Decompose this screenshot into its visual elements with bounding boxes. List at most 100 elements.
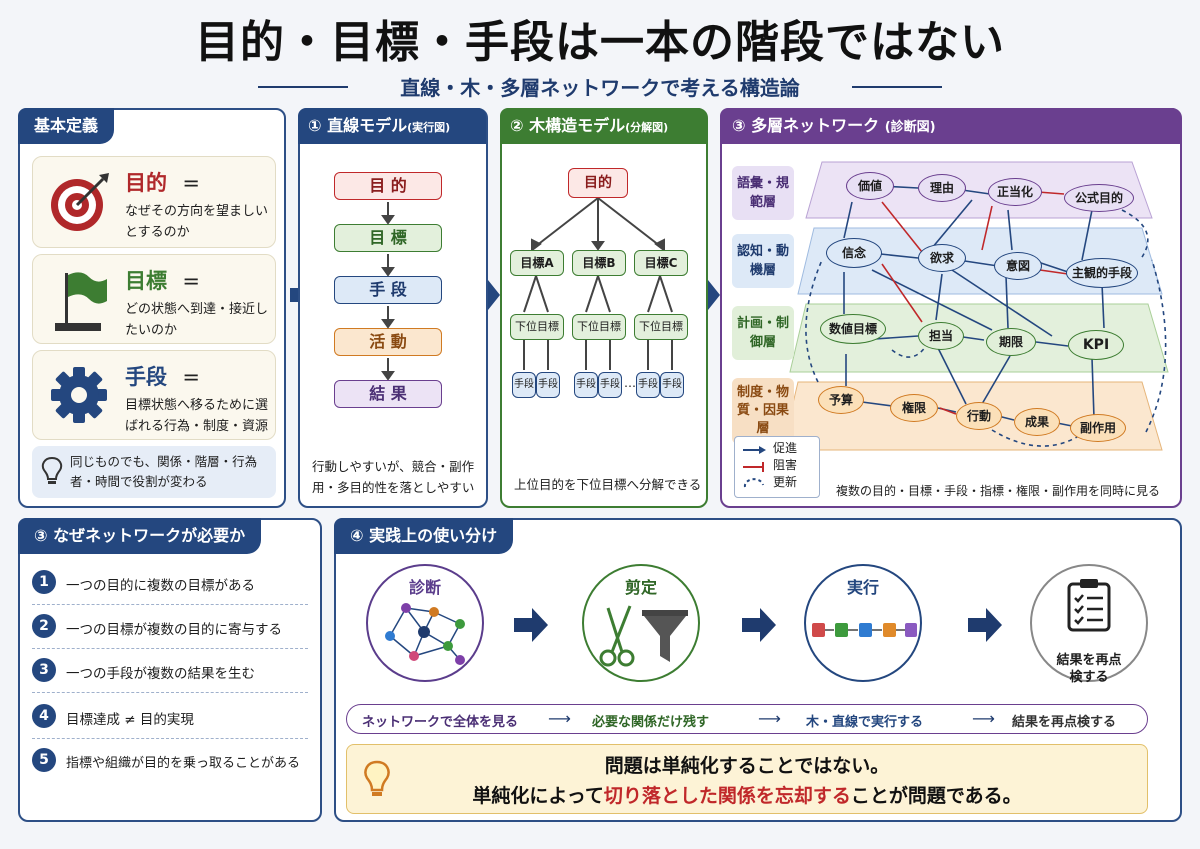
node-numeric-target: 数値目標 — [820, 314, 886, 344]
reason-number: 3 — [32, 658, 56, 682]
node-intention: 意図 — [994, 252, 1042, 280]
linear-step-activity: 活 動 — [334, 328, 442, 356]
network-legend: 促進 阻害 更新 — [734, 436, 820, 498]
legend-labels: 促進 阻害 更新 — [773, 440, 797, 491]
linear-model-caption: 行動しやすいが、競合・副作用・多目的性を落としやすい — [312, 459, 475, 495]
tree-means: 手段 — [660, 372, 684, 398]
tree-root-purpose: 目的 — [568, 168, 628, 198]
node-official-purpose: 公式目的 — [1064, 184, 1134, 212]
reason-divider — [32, 692, 308, 693]
step-execution-label: 実行 — [846, 578, 879, 597]
tree-subgoal: 下位目標 — [634, 314, 688, 340]
legend-promote: 促進 — [773, 441, 798, 455]
reason-number: 2 — [32, 614, 56, 638]
gear-icon — [51, 367, 107, 423]
tree-model-caption: 上位目的を下位目標へ分解できる — [514, 477, 702, 492]
tree-model-header: ② 木構造モデル(分解図) — [500, 108, 706, 144]
tree-means: 手段 — [512, 372, 536, 398]
linear-model-header: ① 直線モデル(実行図) — [298, 108, 486, 144]
reason-text: 一つの手段が複数の結果を生む — [66, 666, 255, 682]
tree-model-panel: ② 木構造モデル(分解図) 目的 目標A 目標B 目標C 下位目標 下位目標 下… — [500, 108, 708, 508]
why-network-panel: ③ なぜネットワークが必要か 1 一つの目的に複数の目標がある 2 一つの目標が… — [18, 518, 322, 822]
linear-step-result: 結 果 — [334, 380, 442, 408]
reason-text: 指標や組織が目的を乗っ取ることがある — [66, 756, 301, 771]
reason-text: 一つの目的に複数の目標がある — [66, 578, 255, 594]
node-outcome: 成果 — [1014, 408, 1060, 436]
subtitle-rule-right — [852, 86, 942, 88]
step-recheck-label: 結果を再点検する — [1056, 653, 1122, 685]
reason-number: 4 — [32, 704, 56, 728]
definition-card-purpose: 目的 = なぜその方向を望ましいとするのか — [32, 156, 276, 248]
practice-flow-bar — [346, 704, 1148, 734]
definitions-panel: 基本定義 目的 = なぜその方向を望ましいとするのか 目標 = どの状態へ到達・… — [18, 108, 286, 508]
definition-card-means: 手段 = 目標状態へ移るために選ばれる行為・制度・資源 — [32, 350, 276, 440]
definition-term-means: 手段 = — [125, 365, 200, 389]
layer-label-institution: 制度・物質・因果層 — [732, 378, 794, 444]
node-subjective-means: 主観的手段 — [1066, 258, 1138, 288]
node-action: 行動 — [956, 402, 1002, 430]
definitions-note: 同じものでも、関係・階層・行為者・時間で役割が変わる — [32, 446, 276, 498]
reason-number: 1 — [32, 570, 56, 594]
definition-desc-means: 目標状態へ移るために選ばれる行為・制度・資源 — [125, 398, 269, 434]
linear-arrows — [381, 202, 395, 380]
flow-arrow: ⟶ — [972, 709, 995, 728]
node-authority: 権限 — [890, 394, 938, 422]
why-network-header: ③ なぜネットワークが必要か — [18, 518, 262, 554]
node-belief: 信念 — [826, 238, 882, 268]
tree-connectors — [523, 197, 673, 370]
flow-step-3: 木・直線で実行する — [806, 715, 924, 730]
lightbulb-icon — [41, 456, 63, 484]
arrow-right-icon — [968, 608, 1002, 642]
definition-desc-goal: どの状態へ到達・接近したいのか — [125, 302, 269, 338]
node-deadline: 期限 — [986, 328, 1036, 356]
flow-step-1: ネットワークで全体を見る — [362, 715, 519, 730]
scissors-filter-icon — [599, 605, 688, 667]
linear-step-goal: 目 標 — [334, 224, 442, 252]
conclusion-box: 問題は単純化することではない。 単純化によって切り落とした関係を忘却することが問… — [346, 744, 1148, 814]
subtitle-rule-left — [258, 86, 348, 88]
arrow-right-icon — [514, 608, 548, 642]
node-reason: 理由 — [918, 174, 966, 202]
reason-text: 一つの目標が複数の目的に寄与する — [66, 622, 282, 638]
tree-means: 手段 — [636, 372, 660, 398]
practice-panel: ④ 実践上の使い分け 診断 剪定 実行 — [334, 518, 1182, 822]
checklist-icon — [1067, 579, 1111, 632]
reason-text: 目標達成 ≠ 目的実現 — [66, 712, 194, 728]
network-model-caption: 複数の目的・目標・手段・指標・権限・副作用を同時に見る — [836, 484, 1161, 498]
reason-divider — [32, 604, 308, 605]
definition-card-goal: 目標 = どの状態へ到達・接近したいのか — [32, 254, 276, 344]
flag-icon — [55, 272, 107, 331]
tree-ellipsis: … — [624, 376, 636, 390]
definitions-note-text: 同じものでも、関係・階層・行為者・時間で役割が変わる — [70, 454, 258, 489]
pipeline-icon — [812, 623, 917, 637]
tree-goal-c: 目標C — [634, 250, 688, 276]
legend-symbols — [743, 446, 766, 488]
step-pruning-label: 剪定 — [624, 578, 657, 597]
flow-arrow: ⟶ — [548, 709, 571, 728]
node-budget: 予算 — [818, 386, 864, 414]
target-icon — [51, 173, 109, 231]
page-title: 目的・目標・手段は一本の階段ではない — [195, 17, 1005, 68]
step-diagnosis-label: 診断 — [408, 578, 441, 597]
layer-label-planning: 計画・制御層 — [732, 306, 794, 360]
tree-goal-a: 目標A — [510, 250, 564, 276]
node-desire: 欲求 — [918, 244, 966, 272]
definition-term-goal: 目標 = — [125, 269, 200, 293]
flow-arrow: ⟶ — [758, 709, 781, 728]
linear-model-panel: ① 直線モデル(実行図) 目 的 目 標 手 段 活 動 結 果 行動しやすいが… — [298, 108, 488, 508]
tree-subgoal: 下位目標 — [572, 314, 626, 340]
reason-divider — [32, 738, 308, 739]
tree-means: 手段 — [574, 372, 598, 398]
node-value: 価値 — [846, 172, 894, 200]
arrow-right-icon — [696, 280, 720, 310]
definitions-header: 基本定義 — [18, 108, 115, 144]
definition-desc-purpose: なぜその方向を望ましいとするのか — [125, 204, 269, 240]
node-kpi: KPI — [1068, 330, 1124, 360]
practice-header: ④ 実践上の使い分け — [334, 518, 514, 554]
tree-means: 手段 — [598, 372, 622, 398]
linear-step-purpose: 目 的 — [334, 172, 442, 200]
network-model-panel: ③ 多層ネットワーク (診断図) — [720, 108, 1182, 508]
layer-label-cognition: 認知・動機層 — [732, 234, 794, 288]
conclusion-line-1: 問題は単純化することではない。 — [604, 755, 890, 777]
page-subtitle: 直線・木・多層ネットワークで考える構造論 — [400, 76, 800, 100]
